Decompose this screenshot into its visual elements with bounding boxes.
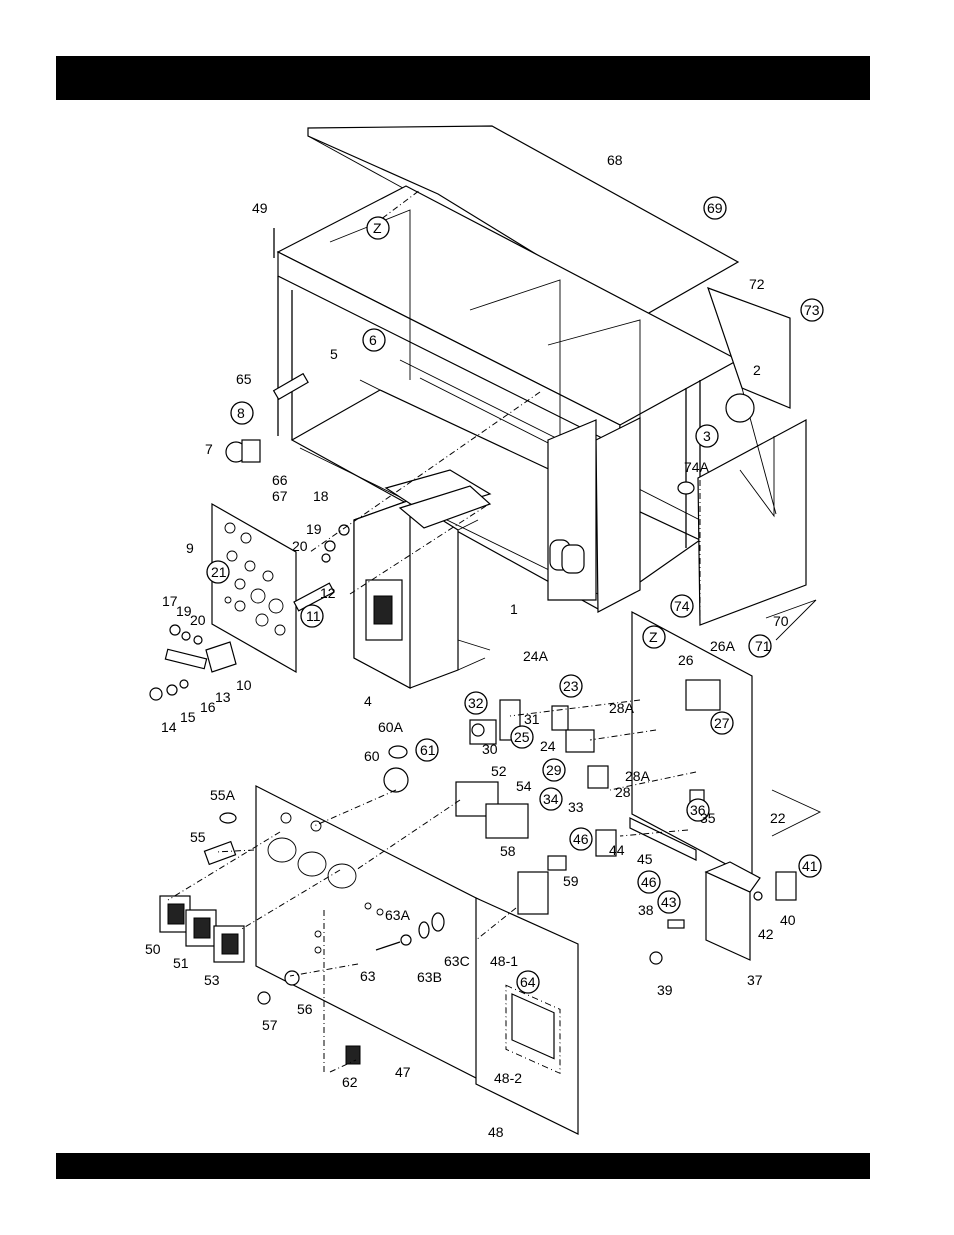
label-12: 12 (320, 585, 336, 601)
label-55A: 55A (210, 787, 236, 803)
label-46a: 46 (573, 831, 589, 847)
label-3: 3 (703, 428, 711, 444)
label-43: 43 (661, 894, 677, 910)
label-26A: 26A (710, 638, 736, 654)
label-26: 26 (678, 652, 694, 668)
label-8: 8 (237, 405, 245, 421)
label-37: 37 (747, 972, 763, 988)
label-74A: 74A (684, 459, 710, 475)
label-27: 27 (714, 715, 730, 731)
label-56: 56 (297, 1001, 313, 1017)
label-74: 74 (674, 598, 690, 614)
label-22: 22 (770, 810, 786, 826)
label-31: 31 (524, 711, 540, 727)
label-52: 52 (491, 763, 507, 779)
label-28Ab: 28A (625, 768, 651, 784)
label-48-2: 48-2 (494, 1070, 522, 1086)
label-2: 2 (753, 362, 761, 378)
label-53: 53 (204, 972, 220, 988)
label-44: 44 (609, 842, 625, 858)
label-68: 68 (607, 152, 623, 168)
label-21: 21 (211, 564, 227, 580)
front-control-panel (256, 786, 480, 1080)
label-49: 49 (252, 200, 268, 216)
label-48-1: 48-1 (490, 953, 518, 969)
label-39: 39 (657, 982, 673, 998)
label-73: 73 (804, 302, 820, 318)
label-20b: 20 (190, 612, 206, 628)
label-58: 58 (500, 843, 516, 859)
label-66: 66 (272, 472, 288, 488)
label-36: 36 (690, 802, 706, 818)
label-19a: 19 (306, 521, 322, 537)
label-13: 13 (215, 689, 231, 705)
label-9: 9 (186, 540, 194, 556)
circuit-breaker (354, 470, 490, 688)
label-16: 16 (200, 699, 216, 715)
label-55: 55 (190, 829, 206, 845)
meters (160, 896, 244, 962)
label-38: 38 (638, 902, 654, 918)
label-33: 33 (568, 799, 584, 815)
label-62: 62 (342, 1074, 358, 1090)
label-14: 14 (161, 719, 177, 735)
label-28: 28 (615, 784, 631, 800)
label-60A: 60A (378, 719, 404, 735)
label-64: 64 (520, 974, 536, 990)
label-41: 41 (802, 858, 818, 874)
label-63A: 63A (385, 907, 411, 923)
label-47: 47 (395, 1064, 411, 1080)
label-63C: 63C (444, 953, 470, 969)
label-29: 29 (546, 762, 562, 778)
label-40: 40 (780, 912, 796, 928)
label-63: 63 (360, 968, 376, 984)
label-25: 25 (514, 729, 530, 745)
label-30: 30 (482, 741, 498, 757)
label-1: 1 (510, 601, 518, 617)
label-24A: 24A (523, 648, 549, 664)
label-54: 54 (516, 778, 532, 794)
label-71: 71 (755, 638, 771, 654)
label-11: 11 (306, 608, 321, 624)
label-67: 67 (272, 488, 288, 504)
label-63B: 63B (417, 969, 442, 985)
label-23: 23 (563, 678, 579, 694)
label-60: 60 (364, 748, 380, 764)
label-28Aa: 28A (609, 700, 635, 716)
side-access-panel (476, 898, 578, 1134)
label-20a: 20 (292, 538, 308, 554)
label-42: 42 (758, 926, 774, 942)
label-Z-bottom: Z (649, 629, 658, 645)
label-7: 7 (205, 441, 213, 457)
label-5: 5 (330, 346, 338, 362)
label-59: 59 (563, 873, 579, 889)
label-70: 70 (773, 613, 789, 629)
label-Z-top: Z (373, 220, 382, 236)
label-10: 10 (236, 677, 252, 693)
label-61: 61 (420, 742, 436, 758)
label-18: 18 (313, 488, 329, 504)
label-46b: 46 (641, 874, 657, 890)
label-45: 45 (637, 851, 653, 867)
label-4: 4 (364, 693, 372, 709)
label-72: 72 (749, 276, 765, 292)
label-69: 69 (707, 200, 723, 216)
label-24: 24 (540, 738, 556, 754)
label-57: 57 (262, 1017, 278, 1033)
label-48: 48 (488, 1124, 504, 1140)
label-34: 34 (543, 791, 559, 807)
label-50: 50 (145, 941, 161, 957)
label-32: 32 (468, 695, 484, 711)
label-51: 51 (173, 955, 189, 971)
label-65: 65 (236, 371, 252, 387)
label-15: 15 (180, 709, 196, 725)
label-6: 6 (369, 332, 377, 348)
